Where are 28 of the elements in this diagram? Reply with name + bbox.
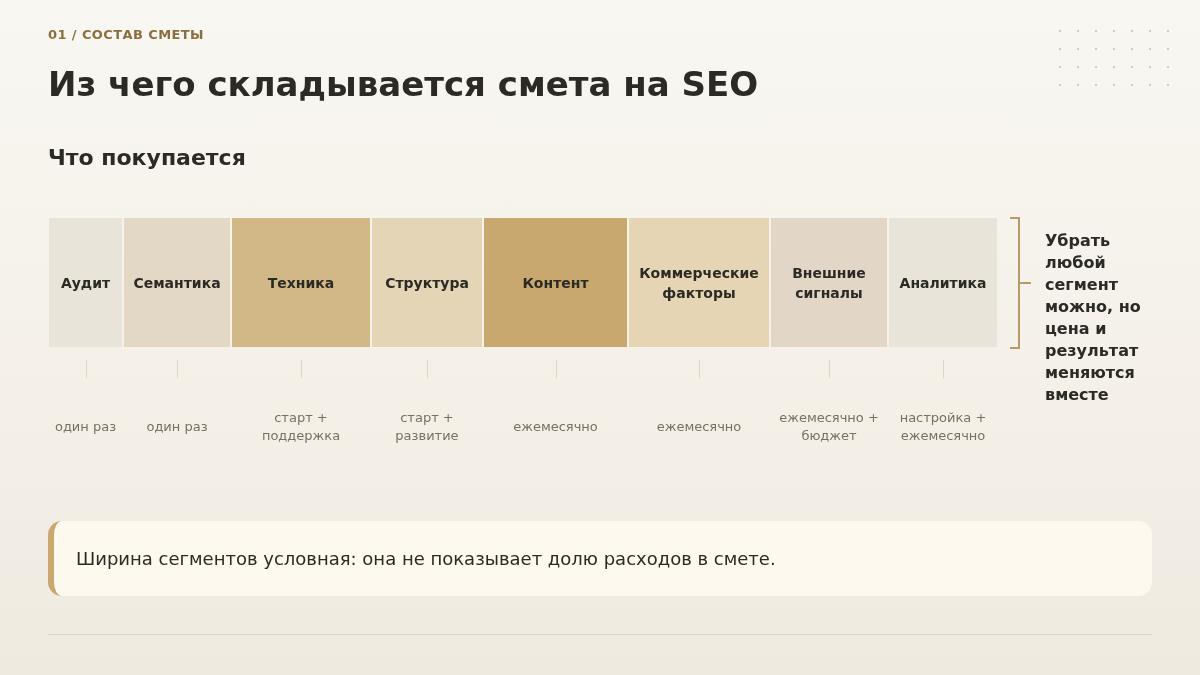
segment-label: Коммерческие факторы (638, 263, 760, 303)
note-box (48, 521, 1152, 596)
frequency-label: настройка + ежемесячно (898, 409, 988, 445)
frequency-label: ежемесячно (512, 418, 599, 436)
segment-label: Техника (266, 273, 336, 293)
segment-block (232, 218, 370, 347)
side-note: Убрать любой сегмент можно, но цена и результат меняются вместе (1045, 230, 1142, 406)
segment-label: Аналитика (898, 273, 988, 293)
segment-label: Семантика (132, 273, 222, 293)
segment-block (372, 218, 482, 347)
section-label: 01 / СОСТАВ СМЕТЫ (48, 27, 204, 42)
frequency-label: один раз (145, 418, 209, 436)
note-text: Ширина сегментов условная: она не показывает долю расходов в смете. (76, 546, 776, 571)
title: Из чего складывается смета на SEO (48, 63, 759, 106)
frequency-label: ежемесячно (655, 418, 743, 436)
segment-label: Аудит (59, 273, 112, 293)
frequency-label: ежемесячно + бюджет (778, 409, 880, 445)
segment-block (124, 218, 230, 347)
segment-label: Структура (384, 273, 470, 293)
segment-block (771, 218, 887, 347)
frequency-label: старт + поддержка (260, 409, 342, 445)
subheading: Что покупается (48, 144, 246, 172)
segment-block (629, 218, 769, 347)
segment-label: Контент (521, 273, 590, 293)
frequency-label: один раз (53, 418, 118, 436)
segment-label: Внешние сигналы (791, 263, 867, 303)
frequency-label: старт + развитие (394, 409, 460, 445)
segment-block (484, 218, 627, 347)
